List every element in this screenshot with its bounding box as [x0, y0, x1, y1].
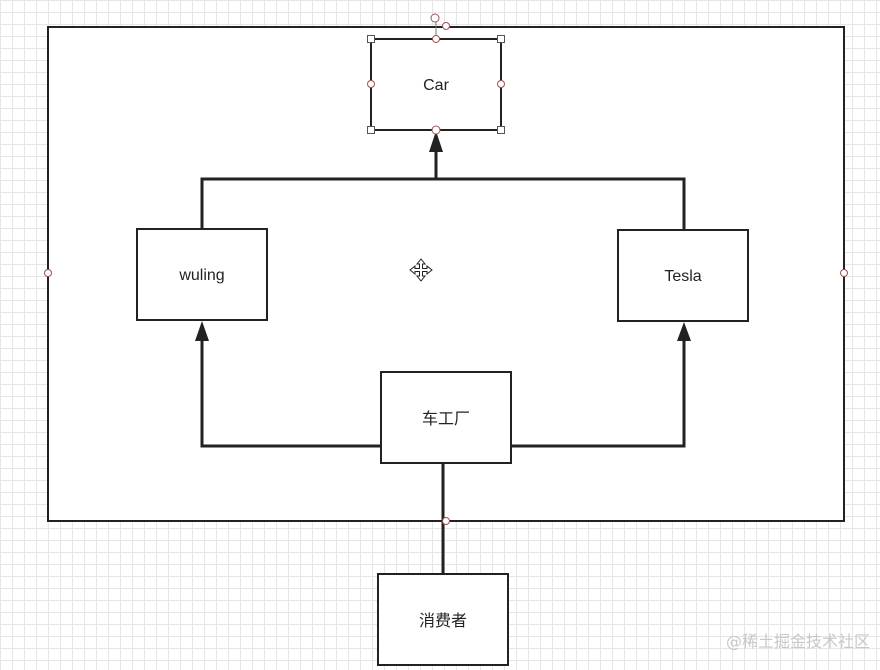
node-consumer[interactable]: 消费者 [377, 573, 509, 666]
resize-handle-top-left[interactable] [367, 35, 375, 43]
container-handle-top[interactable] [442, 22, 450, 30]
container-handles [44, 22, 848, 525]
edge-wuling-to-car[interactable] [200, 177, 436, 229]
node-tesla[interactable]: Tesla [617, 229, 749, 322]
node-car[interactable]: Car [370, 38, 502, 131]
edge-tesla-to-car[interactable] [436, 177, 686, 230]
node-tesla-label: Tesla [664, 268, 701, 285]
connection-point-left[interactable] [367, 80, 375, 88]
car-selection-handles [367, 13, 505, 135]
node-factory[interactable]: 车工厂 [380, 371, 512, 464]
node-factory-box[interactable] [380, 371, 512, 464]
arrowhead-tesla [677, 322, 691, 341]
node-factory-label: 车工厂 [422, 410, 470, 428]
resize-handle-bottom-left[interactable] [367, 126, 375, 134]
edge-factory-to-tesla[interactable] [511, 338, 686, 448]
node-car-label: Car [423, 77, 449, 94]
connection-point-right[interactable] [497, 80, 505, 88]
container-handle-left[interactable] [44, 269, 52, 277]
node-wuling-box[interactable] [136, 228, 268, 321]
node-wuling[interactable]: wuling [136, 228, 268, 321]
container-handle-right[interactable] [840, 269, 848, 277]
node-tesla-box[interactable] [617, 229, 749, 322]
rotate-handle[interactable] [430, 13, 440, 23]
node-wuling-label: wuling [178, 267, 224, 284]
resize-handle-bottom-right[interactable] [497, 126, 505, 134]
node-consumer-label: 消费者 [419, 612, 467, 630]
edge-factory-to-wuling[interactable] [200, 338, 381, 448]
container-handle-bottom[interactable] [442, 517, 450, 525]
node-consumer-box[interactable] [377, 573, 509, 666]
watermark-text: @稀土掘金技术社区 [725, 632, 870, 651]
connection-point-top[interactable] [432, 35, 440, 43]
connection-point-bottom[interactable] [431, 125, 441, 135]
arrowhead-car [429, 131, 443, 152]
arrowhead-wuling [195, 321, 209, 341]
resize-handle-top-right[interactable] [497, 35, 505, 43]
move-cursor-icon [409, 258, 433, 282]
